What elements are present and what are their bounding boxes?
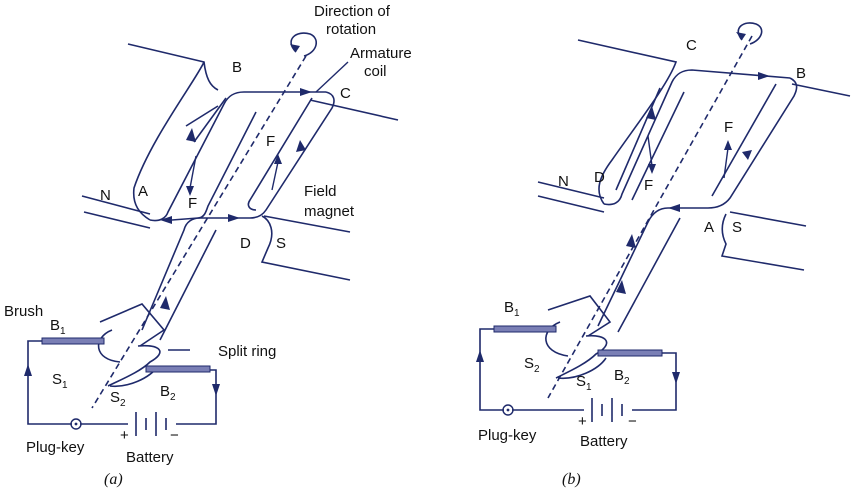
pole-n-b: N	[558, 173, 569, 190]
force-arrow-b-left	[647, 135, 653, 167]
armature-pointer-a	[315, 61, 349, 93]
battery-label-b: Battery	[580, 433, 628, 450]
brush-label-a: Brush	[4, 303, 43, 320]
force-arrow-a-left	[189, 155, 197, 189]
direction-label-a: Direction of	[314, 3, 391, 20]
ring-s2-label-a: S2	[110, 389, 126, 409]
south-pole-magnet-b	[720, 83, 851, 271]
force-right-b: F	[724, 119, 733, 136]
circuit-arrow-a-down	[212, 384, 220, 396]
corner-d-a: D	[240, 235, 251, 252]
armature-label-a: Armature	[350, 45, 412, 62]
brush-b2-b	[597, 349, 663, 357]
corner-c-a: C	[340, 85, 351, 102]
rotation-arrow-a	[290, 32, 317, 57]
current-arrow-a-2	[296, 140, 306, 152]
diagram-b: C B N D F F A S B1 S2 S1 B2 + − Plug-key…	[476, 22, 851, 488]
brush-b1-b	[493, 325, 557, 333]
split-ring-label-a: Split ring	[218, 343, 276, 360]
battery-b	[591, 398, 623, 422]
circuit-arrow-b-down	[672, 372, 680, 384]
pole-n-a: N	[100, 187, 111, 204]
south-pole-magnet-a	[260, 99, 399, 281]
current-arrow-a-5	[228, 214, 240, 222]
current-arrow-a-4	[160, 216, 172, 224]
ring-s1-label-b: S1	[576, 373, 592, 393]
corner-a-a: A	[138, 183, 148, 200]
plus-sign-b: +	[578, 413, 587, 430]
rotation-arrow-b	[737, 22, 763, 45]
current-arrow-b-3	[646, 106, 656, 120]
plus-sign-a: +	[120, 427, 129, 444]
ring-s1-label-a: S1	[52, 371, 68, 391]
split-ring-b	[545, 295, 612, 380]
plug-key-b	[502, 404, 514, 416]
current-arrow-b-2	[742, 150, 752, 160]
current-arrow-a-3	[186, 128, 196, 142]
plug-key-label-a: Plug-key	[26, 439, 85, 456]
circuit-arrow-a-up	[24, 364, 32, 376]
current-arrow-b-1	[758, 72, 770, 80]
armature-coil-a	[141, 91, 335, 341]
force-arrow-a-right	[271, 161, 279, 191]
rotation-label-a: rotation	[326, 21, 376, 38]
rotation-arrowhead-a	[290, 44, 300, 52]
minus-sign-a: −	[170, 427, 179, 444]
rotation-axis-a	[91, 55, 307, 409]
brush-b1-label-b: B1	[504, 299, 520, 319]
pole-s-a: S	[276, 235, 286, 252]
brush-b1-a	[41, 337, 105, 345]
current-arrow-a-6	[160, 296, 170, 310]
force-left-b: F	[644, 177, 653, 194]
current-arrow-b-5	[626, 234, 636, 248]
rotation-axis-b	[547, 35, 753, 399]
north-pole-magnet-a	[81, 43, 219, 229]
caption-a: (a)	[104, 471, 123, 488]
corner-d-b: D	[594, 169, 605, 186]
current-arrow-b-6	[616, 280, 626, 294]
corner-b-a: B	[232, 59, 242, 76]
magnet-label-a: magnet	[304, 203, 355, 220]
north-pole-magnet-b	[537, 39, 678, 213]
force-left-a: F	[188, 195, 197, 212]
field-label-a: Field	[304, 183, 337, 200]
brush-b1-label-a: B1	[50, 317, 66, 337]
current-arrow-a-1	[300, 88, 312, 96]
split-ring-a	[97, 303, 166, 388]
armature-coil-b	[597, 69, 798, 333]
circuit-b	[476, 328, 680, 422]
brush-b2-label-a: B2	[160, 383, 176, 403]
plug-key-label-b: Plug-key	[478, 427, 537, 444]
brush-b2-a	[145, 365, 211, 373]
ring-s2-label-b: S2	[524, 355, 540, 375]
battery-a	[135, 412, 167, 436]
circuit-a	[24, 340, 220, 436]
plug-key-a	[70, 418, 82, 430]
minus-sign-b: −	[628, 413, 637, 430]
force-right-a: F	[266, 133, 275, 150]
corner-b-b: B	[796, 65, 806, 82]
diagram-a: Direction of rotation Armature coil B C …	[4, 3, 412, 488]
pole-s-b: S	[732, 219, 742, 236]
battery-label-a: Battery	[126, 449, 174, 466]
corner-c-b: C	[686, 37, 697, 54]
brush-b2-label-b: B2	[614, 367, 630, 387]
corner-a-b: A	[704, 219, 714, 236]
caption-b: (b)	[562, 471, 581, 488]
current-arrow-b-4	[668, 204, 680, 212]
force-arrow-b-right	[723, 147, 729, 179]
circuit-arrow-b-up	[476, 350, 484, 362]
coil-label-a: coil	[364, 63, 387, 80]
